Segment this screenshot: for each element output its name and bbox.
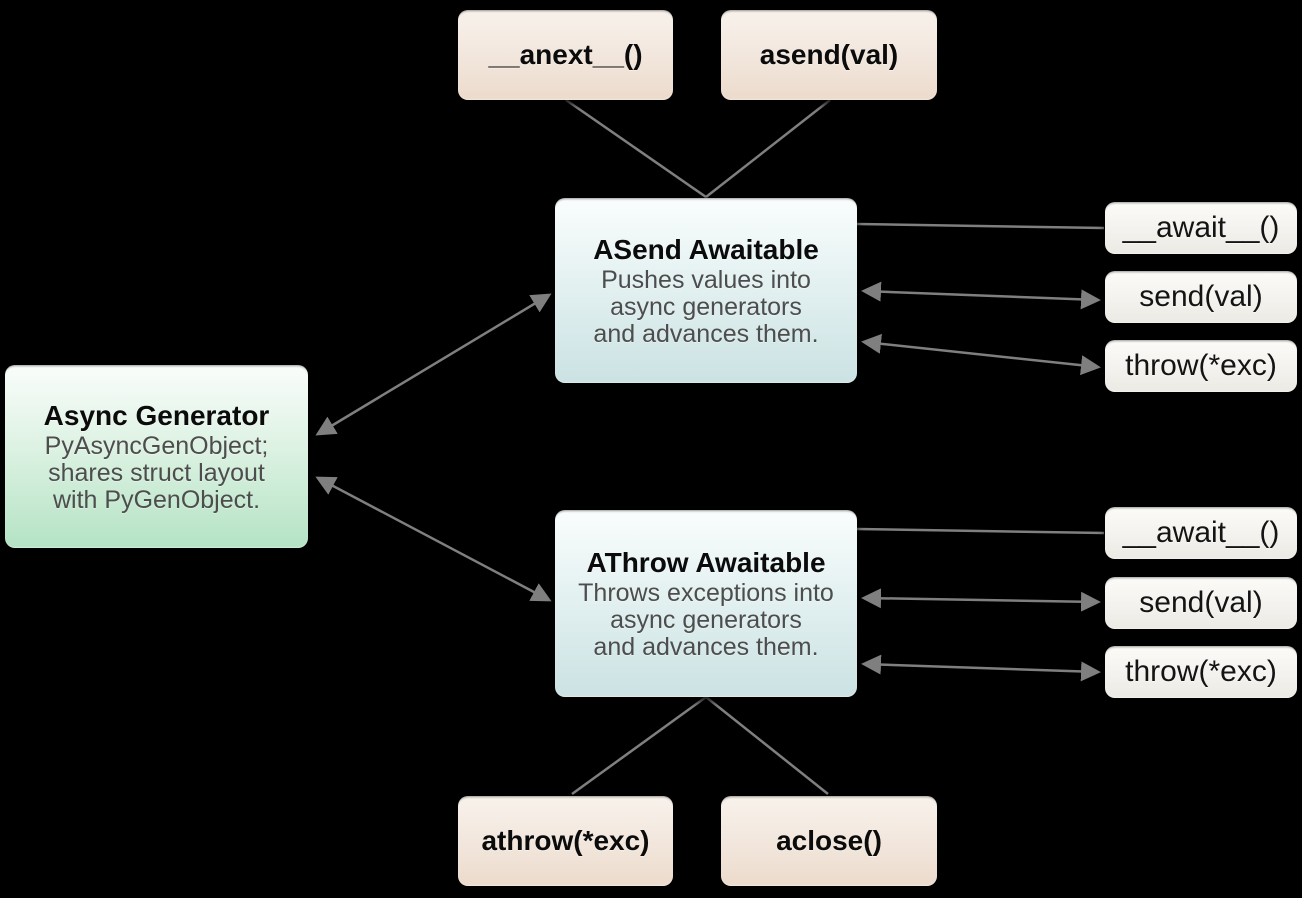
connector-athrow-awaitable-send (861, 588, 1101, 612)
connector-asyncgen-athrow-awaitable (315, 476, 552, 602)
node-asend-send-method: send(val) (1105, 271, 1297, 323)
node-aclose-label: aclose() (776, 825, 882, 856)
node-anext: __anext__() (458, 10, 673, 100)
node-anext-label: __anext__() (488, 39, 643, 70)
node-aclose: aclose() (721, 796, 937, 886)
node-async-generator-title: Async Generator (43, 400, 270, 431)
description-line: Throws exceptions into (578, 579, 834, 607)
node-athrow-call: athrow(*exc) (458, 796, 673, 886)
node-asend-throw-method: throw(*exc) (1105, 340, 1297, 392)
node-athrow-throw-method: throw(*exc) (1105, 646, 1297, 698)
description-line: shares struct layout (48, 459, 265, 487)
node-async-generator: Async Generator PyAsyncGenObject; shares… (5, 365, 308, 548)
connector-asend-awaitable-throw (861, 333, 1101, 376)
node-asend-awaitable-description: Pushes values into async generators and … (593, 267, 818, 348)
node-athrow-awaitable-description: Throws exceptions into async generators … (578, 580, 834, 661)
connector-asyncgen-asend-awaitable (315, 293, 552, 436)
connector-anext-to-asend-awaitable (565, 98, 707, 199)
node-athrow-send-method-label: send(val) (1139, 586, 1263, 619)
node-asend: asend(val) (721, 10, 937, 100)
node-athrow-call-label: athrow(*exc) (481, 825, 650, 856)
description-line: with PyGenObject. (52, 486, 261, 514)
node-asend-awaitable-title: ASend Awaitable (593, 234, 819, 265)
node-athrow-await-method: __await__() (1105, 507, 1297, 559)
description-line: PyAsyncGenObject; (44, 432, 269, 460)
node-athrow-awaitable: AThrow Awaitable Throws exceptions into … (555, 510, 857, 697)
connector-athrow-awaitable-athrowcall (571, 695, 707, 796)
connector-athrow-awaitable-await (856, 527, 1105, 535)
node-asend-await-method-label: __await__() (1122, 211, 1280, 244)
connector-asend-to-asend-awaitable (705, 99, 831, 198)
description-line: and advances them. (593, 633, 819, 661)
description-line: async generators (610, 606, 802, 634)
description-line: and advances them. (593, 320, 819, 348)
node-async-generator-description: PyAsyncGenObject; shares struct layout w… (45, 433, 269, 514)
connector-asend-awaitable-await (856, 222, 1105, 230)
node-asend-awaitable: ASend Awaitable Pushes values into async… (555, 198, 857, 383)
node-asend-await-method: __await__() (1105, 202, 1297, 254)
description-line: async generators (610, 293, 802, 321)
connector-athrow-awaitable-aclose (705, 696, 829, 795)
node-athrow-await-method-label: __await__() (1122, 516, 1280, 549)
node-athrow-send-method: send(val) (1105, 577, 1297, 629)
connector-athrow-awaitable-throw (861, 654, 1101, 682)
node-asend-throw-method-label: throw(*exc) (1125, 349, 1277, 382)
node-asend-label: asend(val) (759, 39, 899, 70)
connector-asend-awaitable-send (861, 281, 1101, 310)
node-asend-send-method-label: send(val) (1139, 280, 1263, 313)
node-athrow-throw-method-label: throw(*exc) (1125, 655, 1277, 688)
node-athrow-awaitable-title: AThrow Awaitable (586, 547, 826, 578)
description-line: Pushes values into (601, 266, 811, 294)
